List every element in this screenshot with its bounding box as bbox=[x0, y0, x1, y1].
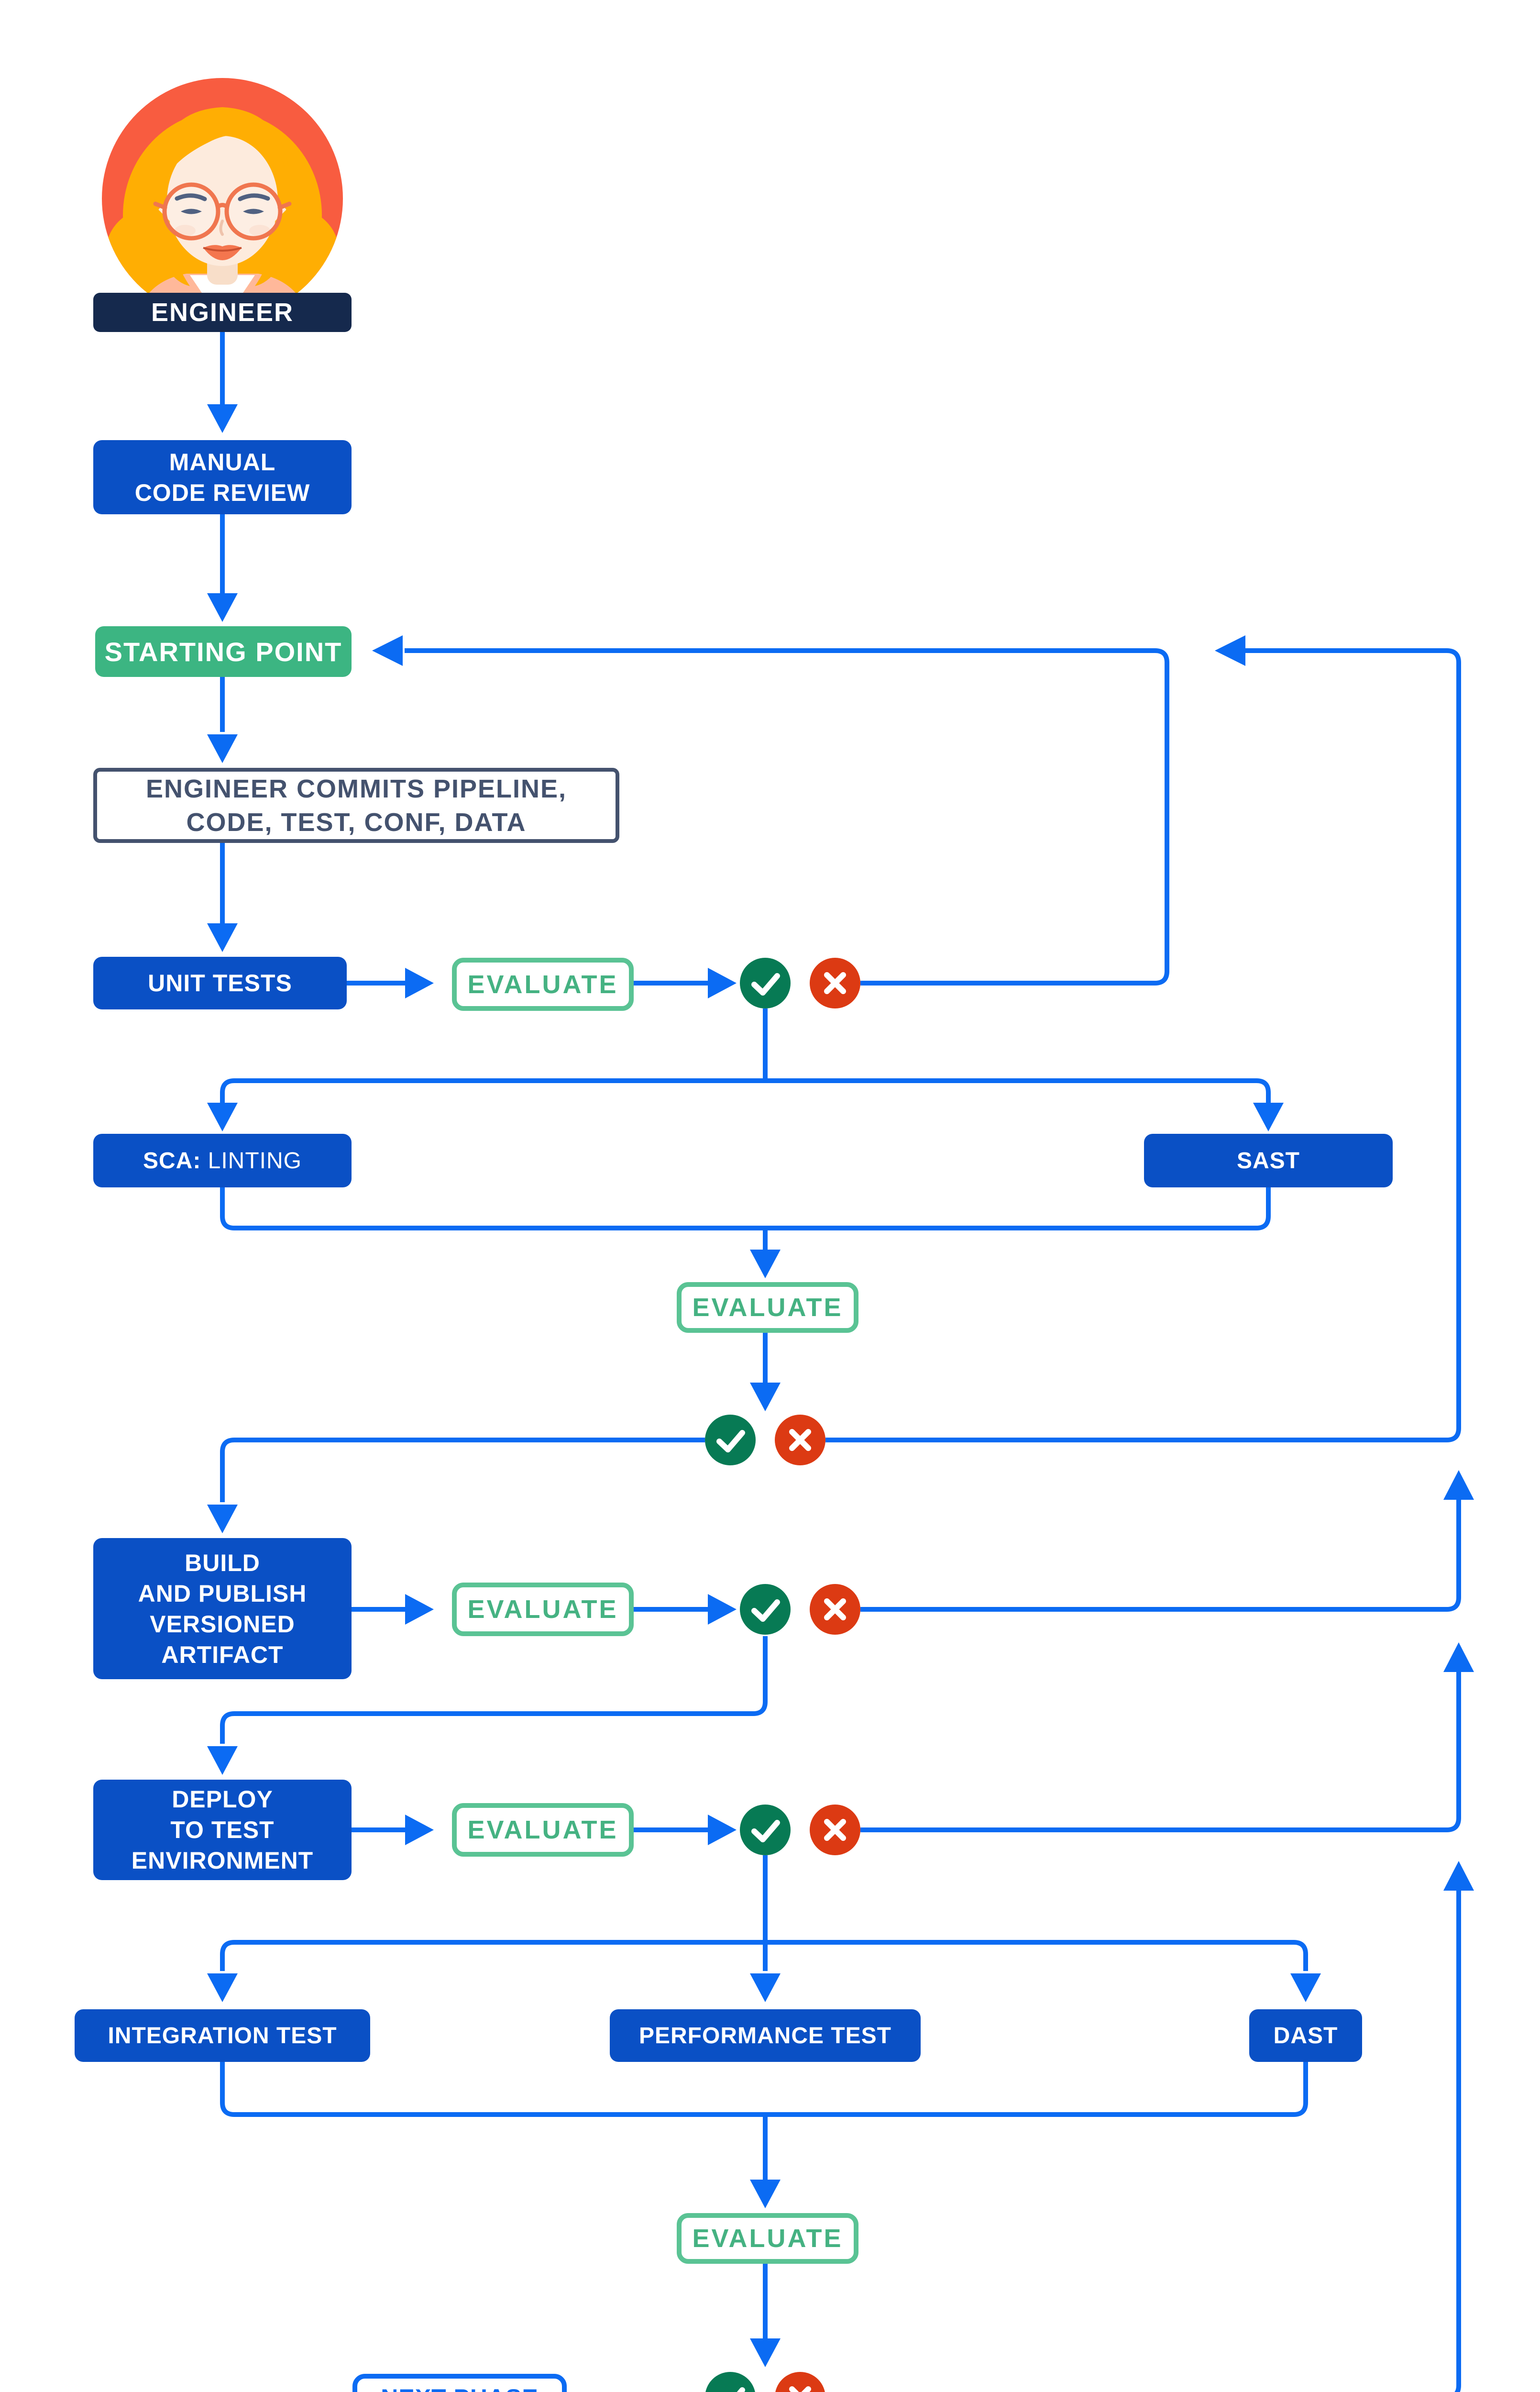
arrowhead-down-icon bbox=[207, 734, 238, 763]
build-line-3: VERSIONED bbox=[150, 1610, 295, 1638]
evaluate-text: EVALUATE bbox=[692, 1293, 843, 1322]
build-publish-box: BUILD AND PUBLISH VERSIONED ARTIFACT bbox=[93, 1538, 352, 1679]
check-icon bbox=[740, 1584, 791, 1635]
dast-text: DAST bbox=[1273, 2023, 1338, 2049]
connector-fail2-loop bbox=[825, 648, 1461, 1442]
integration-test-text: INTEGRATION TEST bbox=[108, 2023, 337, 2049]
connector-pass3-to-deploy bbox=[220, 1636, 768, 1744]
cross-icon bbox=[810, 958, 860, 1008]
arrowhead-down-icon bbox=[207, 593, 238, 622]
build-line-1: BUILD bbox=[185, 1549, 260, 1576]
arrowhead-down-icon bbox=[207, 923, 238, 952]
arrowhead-down-icon bbox=[207, 1973, 238, 2002]
arrowhead-right-icon bbox=[708, 968, 737, 998]
evaluate-box-2: EVALUATE bbox=[677, 1282, 858, 1333]
check-icon bbox=[740, 958, 791, 1008]
arrowhead-right-icon bbox=[708, 1815, 737, 1845]
deploy-line-2: TO TEST bbox=[170, 1816, 275, 1843]
engineer-label-text: ENGINEER bbox=[151, 298, 294, 327]
connector-converge-sca-sast bbox=[220, 1187, 1271, 1251]
commits-line-1: ENGINEER COMMITS PIPELINE, bbox=[145, 774, 567, 803]
arrowhead-down-icon bbox=[207, 1103, 238, 1131]
build-line-2: AND PUBLISH bbox=[138, 1580, 307, 1607]
arrowhead-up-icon bbox=[1443, 1470, 1474, 1500]
engineer-label: ENGINEER bbox=[93, 293, 352, 332]
arrowhead-down-icon bbox=[750, 1973, 781, 2002]
arrowhead-down-icon bbox=[1290, 1973, 1321, 2002]
starting-point-text: STARTING POINT bbox=[104, 636, 342, 667]
evaluate-box-1: EVALUATE bbox=[452, 958, 634, 1011]
sast-text: SAST bbox=[1236, 1148, 1300, 1174]
connector-branch-sca-sast bbox=[220, 1008, 1271, 1110]
evaluate-text: EVALUATE bbox=[692, 2224, 843, 2253]
deploy-test-box: DEPLOY TO TEST ENVIRONMENT bbox=[93, 1780, 352, 1880]
manual-line-1: MANUAL bbox=[169, 448, 276, 476]
next-phase-text: NEXT PHASE bbox=[381, 2382, 539, 2392]
arrowhead-down-icon bbox=[750, 2338, 781, 2367]
engineer-commits-box: ENGINEER COMMITS PIPELINE, CODE, TEST, C… bbox=[93, 768, 619, 843]
arrowhead-up-icon bbox=[1443, 1861, 1474, 1891]
build-line-4: ARTIFACT bbox=[161, 1641, 284, 1668]
cross-icon bbox=[775, 1415, 825, 1465]
arrowhead-up-icon bbox=[1443, 1642, 1474, 1672]
dast-box: DAST bbox=[1249, 2009, 1362, 2062]
starting-point-box: STARTING POINT bbox=[95, 626, 352, 677]
arrowhead-down-icon bbox=[207, 1746, 238, 1775]
evaluate-text: EVALUATE bbox=[467, 970, 618, 999]
connector-fail5-loop bbox=[1454, 1891, 1461, 2392]
sca-linting-box: SCA: LINTING bbox=[93, 1134, 352, 1187]
check-icon bbox=[705, 2372, 756, 2392]
evaluate-box-3: EVALUATE bbox=[452, 1583, 634, 1636]
deploy-line-3: ENVIRONMENT bbox=[131, 1847, 314, 1874]
arrowhead-left-icon bbox=[1215, 635, 1245, 666]
arrowhead-right-icon bbox=[405, 1594, 434, 1625]
connector-converge-tests bbox=[220, 2062, 1308, 2180]
arrowhead-down-icon bbox=[750, 2180, 781, 2208]
evaluate-box-5: EVALUATE bbox=[677, 2213, 858, 2264]
sca-label-rest: LINTING bbox=[201, 1148, 302, 1174]
connector-fail1-loop bbox=[405, 648, 1169, 986]
performance-test-box: PERFORMANCE TEST bbox=[610, 2009, 921, 2062]
cross-icon bbox=[775, 2372, 825, 2392]
sast-box: SAST bbox=[1144, 1134, 1393, 1187]
deploy-line-1: DEPLOY bbox=[172, 1786, 273, 1813]
unit-tests-text: UNIT TESTS bbox=[148, 970, 292, 997]
evaluate-text: EVALUATE bbox=[467, 1816, 618, 1844]
arrowhead-down-icon bbox=[750, 1383, 781, 1411]
arrowhead-down-icon bbox=[1253, 1103, 1284, 1131]
manual-line-2: CODE REVIEW bbox=[134, 479, 310, 506]
connector-pass2-to-build bbox=[220, 1438, 705, 1502]
sca-label-bold: SCA: bbox=[143, 1148, 201, 1174]
commits-line-2: CODE, TEST, CONF, DATA bbox=[186, 808, 527, 837]
cross-icon bbox=[810, 1805, 860, 1855]
next-phase-box: NEXT PHASE bbox=[352, 2374, 567, 2392]
arrowhead-down-icon bbox=[207, 404, 238, 433]
integration-test-box: INTEGRATION TEST bbox=[75, 2009, 370, 2062]
performance-test-text: PERFORMANCE TEST bbox=[638, 2023, 891, 2049]
arrowhead-right-icon bbox=[405, 1815, 434, 1845]
check-icon bbox=[705, 1415, 756, 1465]
connector-fail3-loop bbox=[860, 1500, 1461, 1612]
cross-icon bbox=[810, 1584, 860, 1635]
connector-branch-tests bbox=[220, 1855, 1308, 1971]
arrowhead-down-icon bbox=[750, 1250, 781, 1278]
unit-tests-box: UNIT TESTS bbox=[93, 957, 347, 1009]
connector-fail4-loop bbox=[860, 1672, 1461, 1832]
evaluate-text: EVALUATE bbox=[467, 1595, 618, 1624]
arrowhead-right-icon bbox=[708, 1594, 737, 1625]
manual-code-review-box: MANUAL CODE REVIEW bbox=[93, 440, 352, 514]
arrowhead-right-icon bbox=[405, 968, 434, 998]
arrowhead-left-icon bbox=[372, 635, 403, 666]
check-icon bbox=[740, 1805, 791, 1855]
evaluate-box-4: EVALUATE bbox=[452, 1803, 634, 1857]
arrowhead-down-icon bbox=[207, 1505, 238, 1533]
